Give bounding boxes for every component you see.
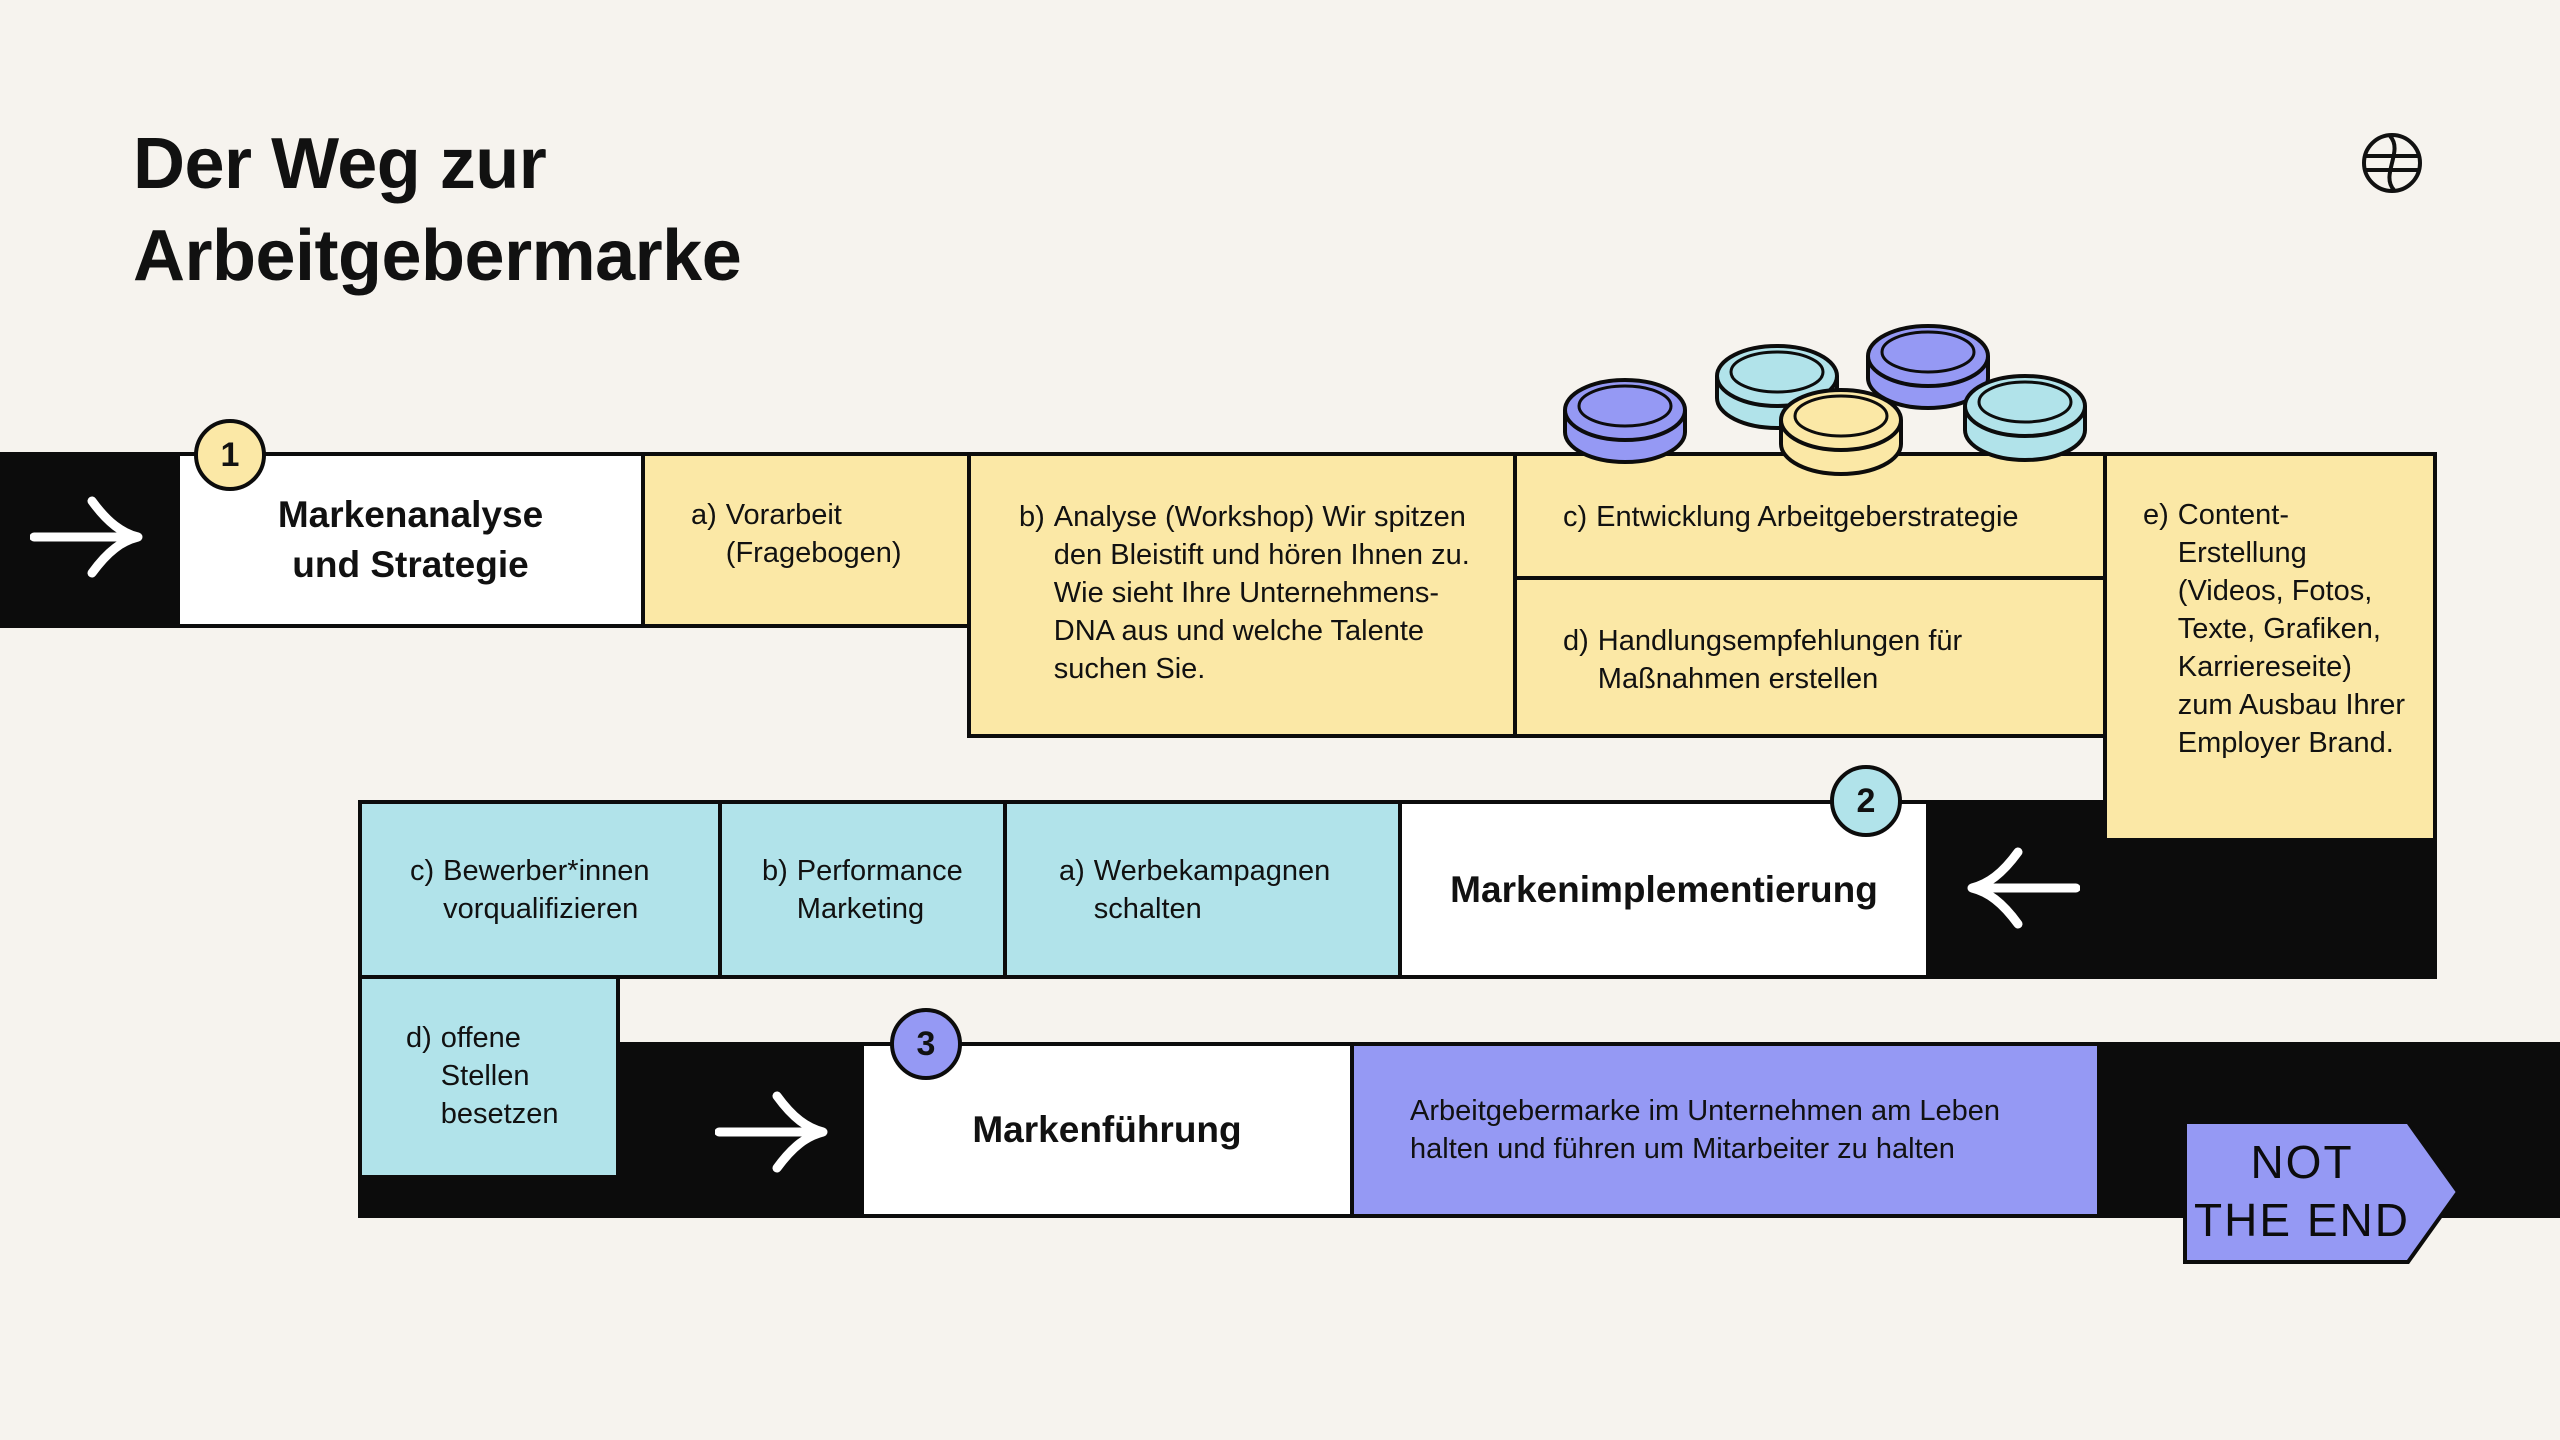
end-sign-line1: NOT: [2250, 1136, 2354, 1188]
title-line-2: Arbeitgebermarke: [133, 216, 742, 296]
stage1-item-a: a) Vorarbeit (Fragebogen): [641, 452, 974, 628]
coin-stack-icon: [1555, 300, 2105, 490]
stage1-item-c: c) Entwicklung Arbeitgeberstrategie: [1513, 452, 2107, 580]
stage1-item-d: d) Handlungsempfehlungen für Maßnahmen e…: [1513, 576, 2107, 738]
stage2-item-d: d) offene Stellen besetzen: [358, 975, 620, 1179]
stage3-number-badge: 3: [890, 1008, 962, 1080]
globe-icon: [2360, 131, 2424, 195]
stage3-label: Markenführung: [972, 1109, 1242, 1150]
arrow-right-icon: [715, 1090, 830, 1174]
stage1-item-b: b) Analyse (Workshop) Wir spitzen den Bl…: [967, 452, 1517, 738]
stage2-number-badge: 2: [1830, 765, 1902, 837]
arrow-right-icon: [30, 495, 145, 579]
stage2-label-box: Markenimplementierung: [1398, 800, 1930, 979]
stage2-label: Markenimplementierung: [1450, 868, 1878, 910]
stage2-item-b: b) Performance Marketing: [718, 800, 1007, 979]
stage1-label-line1: Markenanalyse: [277, 494, 544, 535]
arrow-left-icon: [1965, 846, 2080, 930]
stage3-label-box: Markenführung: [860, 1042, 1354, 1218]
stage1-number-badge: 1: [194, 419, 266, 491]
end-sign: NOT THE END: [2182, 1119, 2462, 1265]
stage1-label-line2: und Strategie: [292, 544, 529, 585]
stage3-description: Arbeitgebermarke im Unternehmen am Leben…: [1350, 1042, 2101, 1218]
stage1-item-e: e) Content-Erstellung (Videos, Fotos, Te…: [2103, 452, 2437, 842]
page-title: Der Weg zur Arbeitgebermarke: [133, 118, 1033, 302]
stage2-item-c: c) Bewerber*innen vorqualifizieren: [358, 800, 722, 979]
end-sign-line2: THE END: [2194, 1194, 2410, 1246]
title-line-1: Der Weg zur: [133, 124, 547, 204]
stage2-item-a: a) Werbekampagnen schalten: [1003, 800, 1402, 979]
